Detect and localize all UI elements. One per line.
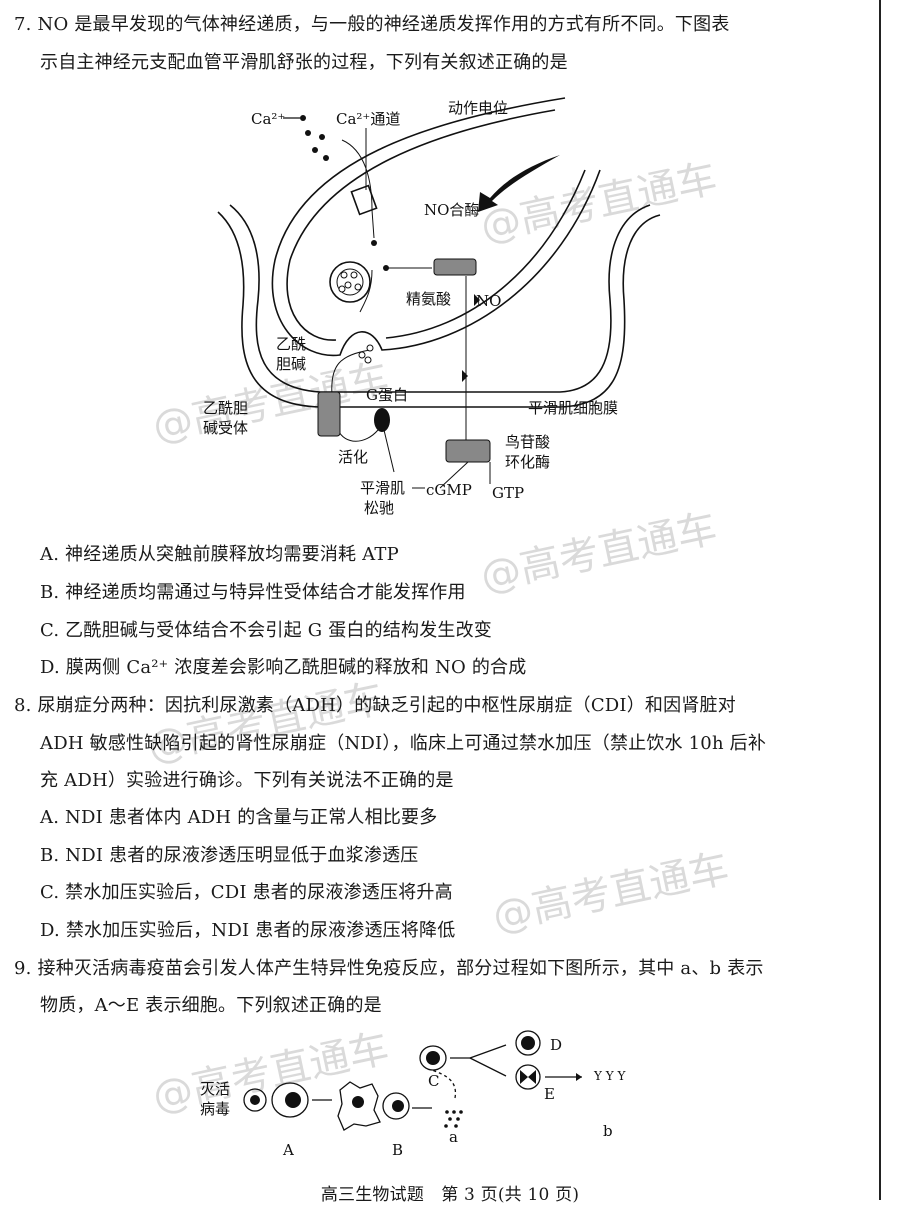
- q8-option-d: D. 禁水加压实验后，NDI 患者的尿液渗透压将降低: [40, 920, 456, 941]
- label-receptor: 乙酰胆: [203, 399, 248, 417]
- label-ca-ion: Ca²⁺: [251, 110, 285, 128]
- q8-stem-line: 充 ADH）实验进行确诊。下列有关说法不正确的是: [40, 770, 454, 791]
- q7-option-a: A. 神经递质从突触前膜释放均需要消耗 ATP: [40, 544, 399, 565]
- q8-option-a: A. NDI 患者体内 ADH 的含量与正常人相比要多: [40, 807, 438, 828]
- q7-stem-line: 示自主神经元支配血管平滑肌舒张的过程，下列有关叙述正确的是: [40, 52, 568, 73]
- label-no: NO: [476, 292, 501, 310]
- receptor-box: [317, 391, 341, 437]
- q8-option-c: C. 禁水加压实验后，CDI 患者的尿液渗透压将升高: [40, 882, 453, 903]
- label-cgmp: cGMP: [426, 481, 472, 499]
- label-arginine: 精氨酸: [406, 290, 451, 308]
- label-cell-c: C: [428, 1072, 439, 1090]
- label-acetylcholine: 乙酰: [276, 335, 306, 353]
- g-protein: [374, 408, 390, 432]
- q8-stem-line: 8. 尿崩症分两种：因抗利尿激素（ADH）的缺乏引起的中枢性尿崩症（CDI）和因…: [14, 695, 736, 716]
- label-substance-a: a: [449, 1128, 458, 1146]
- q8-stem-line: ADH 敏感性缺陷引起的肾性尿崩症（NDI），临床上可通过禁水加压（禁止饮水 1…: [40, 733, 767, 754]
- label-cell-e: E: [544, 1085, 555, 1103]
- label-relax: 平滑肌: [360, 479, 405, 497]
- label-gtp: GTP: [492, 484, 524, 502]
- label-cell-d: D: [550, 1036, 562, 1054]
- label-acetylcholine: 胆碱: [276, 355, 306, 373]
- label-cell-a: A: [282, 1141, 294, 1159]
- label-ca-channel: Ca²⁺通道: [336, 110, 400, 128]
- q9-stem-line: 9. 接种灭活病毒疫苗会引发人体产生特异性免疫反应，部分过程如下图所示，其中 a…: [14, 958, 764, 979]
- q7-option-b: B. 神经递质均需通过与特异性受体结合才能发挥作用: [40, 582, 466, 603]
- q8-option-b: B. NDI 患者的尿液渗透压明显低于血浆渗透压: [40, 845, 419, 866]
- q9-stem-line: 物质，A～E 表示细胞。下列叙述正确的是: [40, 995, 382, 1016]
- label-substance-b: b: [603, 1122, 613, 1140]
- label-action-potential: 动作电位: [448, 99, 508, 117]
- label-guanylate-cyclase: 环化酶: [505, 453, 550, 471]
- svg-text:Y Y Y: Y Y Y: [593, 1069, 626, 1083]
- label-cell-b: B: [392, 1141, 403, 1159]
- label-no-synthase: NO合酶: [424, 201, 479, 219]
- no-synthase-box: [433, 258, 477, 276]
- label-inactivated-virus: 病毒: [200, 1100, 230, 1118]
- q7-stem-line: 7. NO 是最早发现的气体神经递质，与一般的神经递质发挥作用的方式有所不同。下…: [14, 14, 730, 35]
- q7-option-c: C. 乙酰胆碱与受体结合不会引起 G 蛋白的结构发生改变: [40, 620, 492, 641]
- label-relax: 松驰: [364, 499, 394, 517]
- guanylate-cyclase-box: [445, 439, 491, 463]
- page-footer: 高三生物试题 第 3 页(共 10 页): [320, 1185, 580, 1205]
- label-inactivated-virus: 灭活: [200, 1080, 230, 1098]
- label-guanylate-cyclase: 鸟苷酸: [505, 433, 550, 451]
- label-receptor: 碱受体: [203, 419, 248, 437]
- label-g-protein: G蛋白: [366, 386, 408, 404]
- q7-option-d: D. 膜两侧 Ca²⁺ 浓度差会影响乙酰胆碱的释放和 NO 的合成: [40, 657, 527, 678]
- page-margin-rule: [879, 0, 881, 1200]
- label-activate: 活化: [338, 448, 368, 466]
- label-smooth-muscle-membrane: 平滑肌细胞膜: [528, 399, 618, 417]
